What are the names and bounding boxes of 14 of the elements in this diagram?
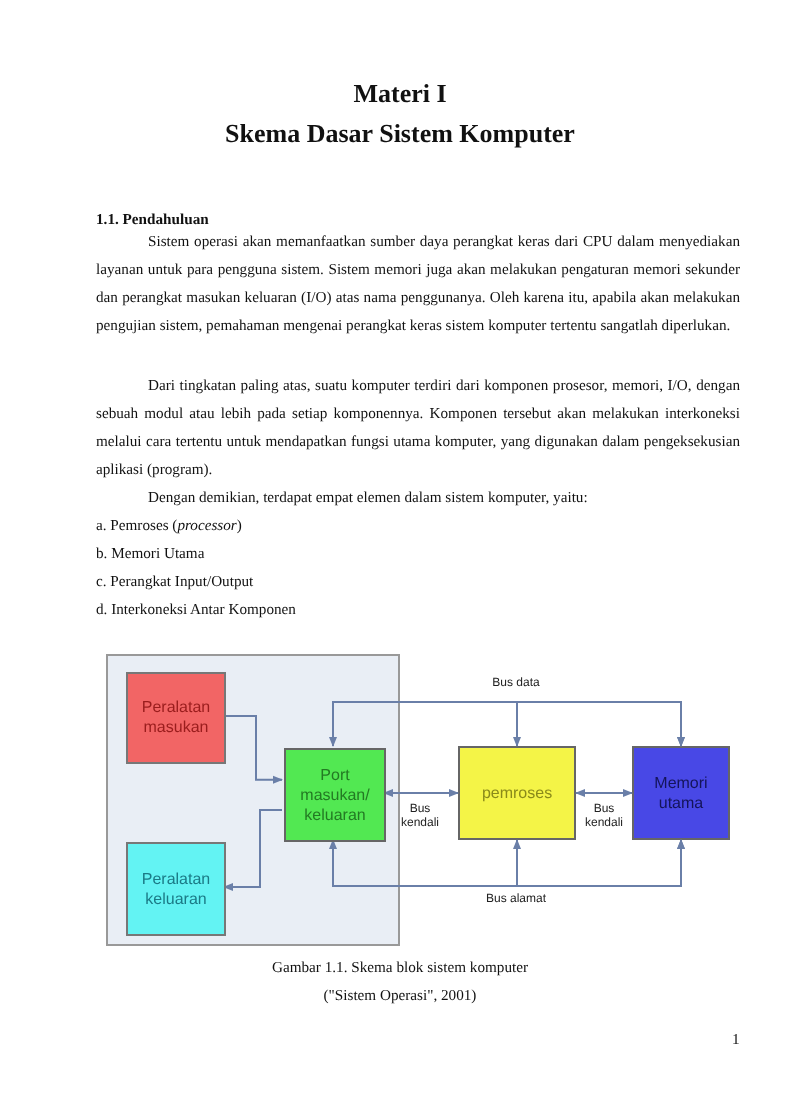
document-subtitle: Skema Dasar Sistem Komputer bbox=[223, 116, 577, 152]
process-box: Memori utama bbox=[632, 746, 730, 840]
arrow bbox=[513, 839, 685, 887]
arrow bbox=[383, 789, 459, 797]
arrow bbox=[575, 789, 633, 797]
arrow bbox=[223, 808, 283, 891]
process-box: pemroses bbox=[458, 746, 576, 840]
process-box: Peralatan keluaran bbox=[126, 842, 226, 936]
group-panel bbox=[106, 654, 400, 946]
document-title: Materi I bbox=[351, 76, 449, 112]
arrow bbox=[223, 715, 283, 784]
arrow bbox=[513, 701, 685, 747]
process-box: Peralatan masukan bbox=[126, 672, 226, 764]
process-box: Port masukan/ keluaran bbox=[284, 748, 386, 842]
